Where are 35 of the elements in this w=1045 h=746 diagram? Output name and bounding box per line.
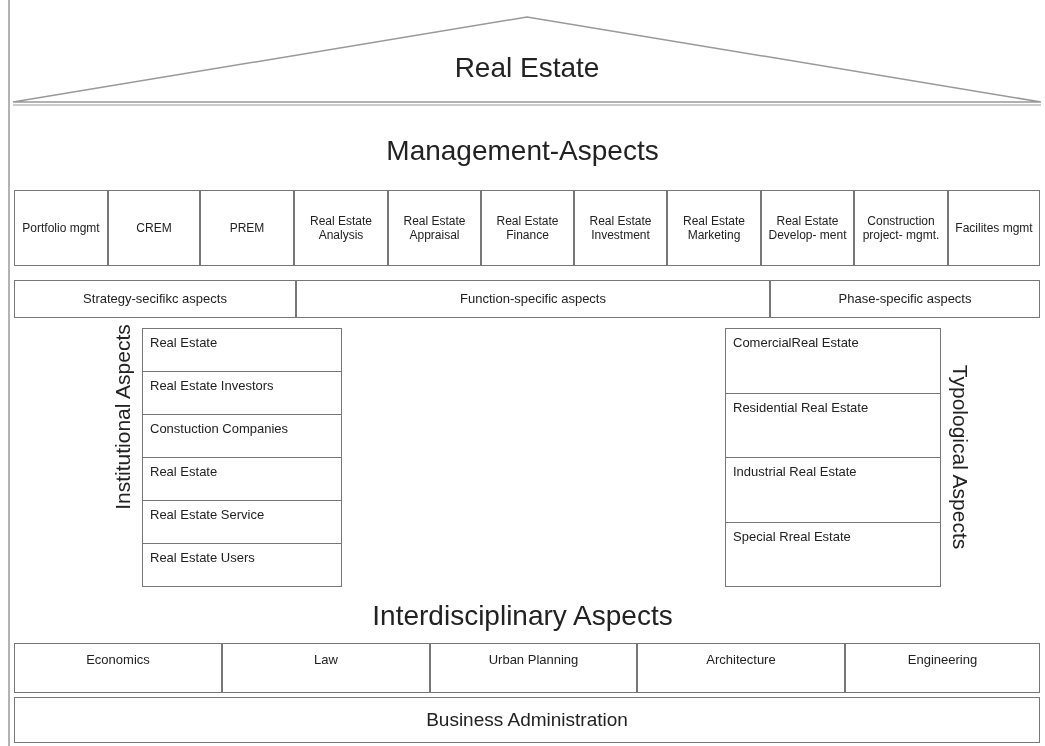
aspect-cell: Function-specific aspects [296, 280, 770, 318]
category-cell: Real Estate Analysis [294, 190, 388, 266]
discipline-cell: Economics [14, 643, 222, 693]
discipline-cell: Engineering [845, 643, 1040, 693]
list-cell: Real Estate [142, 328, 342, 372]
list-cell: Residential Real Estate [725, 392, 941, 458]
category-cell: Construction project- mgmt. [854, 190, 948, 266]
category-cell: Real Estate Finance [481, 190, 574, 266]
list-cell: Industrial Real Estate [725, 457, 941, 523]
discipline-cell: Law [222, 643, 430, 693]
list-cell: ComercialReal Estate [725, 328, 941, 394]
stack-heading: Typological Aspects [948, 363, 973, 552]
section-heading: Management-Aspects [385, 135, 660, 167]
list-cell: Real Estate Service [142, 500, 342, 544]
discipline-cell: Urban Planning [430, 643, 637, 693]
section-heading: Interdisciplinary Aspects [371, 600, 674, 632]
list-cell: Constuction Companies [142, 414, 342, 458]
foundation-bar: Business Administration [14, 697, 1040, 743]
roof-title: Real Estate [453, 52, 601, 84]
category-cell: Real Estate Investment [574, 190, 667, 266]
list-cell: Real Estate Investors [142, 371, 342, 415]
list-cell: Real Estate [142, 457, 342, 501]
list-cell: Real Estate Users [142, 543, 342, 587]
category-cell: Portfolio mgmt [14, 190, 108, 266]
category-cell: Facilites mgmt [948, 190, 1040, 266]
list-cell: Special Rreal Estate [725, 521, 941, 587]
aspect-cell: Strategy-secifikc aspects [14, 280, 296, 318]
category-cell: Real Estate Marketing [667, 190, 761, 266]
category-cell: Real Estate Develop- ment [761, 190, 854, 266]
aspect-cell: Phase-specific aspects [770, 280, 1040, 318]
category-cell: PREM [200, 190, 294, 266]
category-cell: Real Estate Appraisal [388, 190, 481, 266]
category-cell: CREM [108, 190, 200, 266]
roof-triangle [12, 16, 1042, 106]
discipline-cell: Architecture [637, 643, 845, 693]
